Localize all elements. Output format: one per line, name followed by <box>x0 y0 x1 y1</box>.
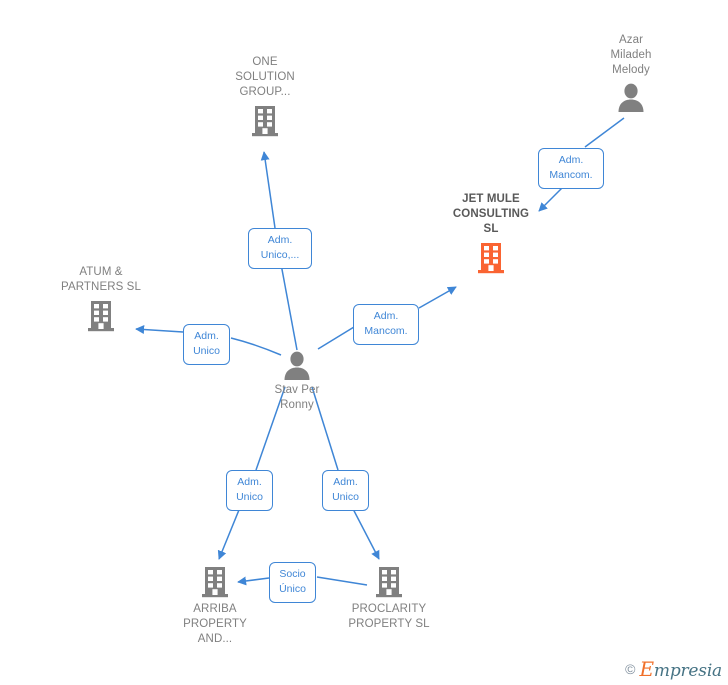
relation-label-stav-onesolution[interactable]: Adm. Unico,... <box>248 228 312 269</box>
node-one-solution-group[interactable]: ONE SOLUTION GROUP... <box>200 55 330 138</box>
node-label-jet-mule-consulting-sl: JET MULE CONSULTING SL <box>452 193 530 235</box>
building-icon <box>426 241 556 275</box>
copyright-icon: © <box>625 661 636 677</box>
edge-proclarity-to-socio-label <box>316 576 368 586</box>
relation-label-stav-atum[interactable]: Adm. Unico <box>183 324 230 365</box>
relation-label-stav-proclarity[interactable]: Adm. Unico <box>322 470 369 511</box>
node-label-azar-miladeh-melody: Azar Miladeh Melody <box>610 34 652 76</box>
edge-socio-to-arriba <box>237 576 270 586</box>
building-icon <box>324 565 454 599</box>
node-atum-partners-sl[interactable]: ATUM & PARTNERS SL <box>36 265 166 333</box>
node-label-proclarity-property-sl: PROCLARITY PROPERTY SL <box>348 603 430 630</box>
node-proclarity-property-sl[interactable]: PROCLARITY PROPERTY SL <box>324 565 454 632</box>
person-icon <box>232 350 362 380</box>
node-stav-per-ronny[interactable]: Stav Per Ronny <box>232 350 362 413</box>
edge-mancom-label-to-jetmule <box>418 286 457 309</box>
brand-initial: E <box>639 657 655 681</box>
brand-wordmark: Empresia <box>640 657 723 681</box>
edge-unico-multi-to-onesolution <box>260 151 276 229</box>
node-label-arriba-property-and: ARRIBA PROPERTY AND... <box>183 603 247 645</box>
node-jet-mule-consulting-sl[interactable]: JET MULE CONSULTING SL <box>426 192 556 275</box>
empresia-watermark: © Empresia <box>625 657 722 681</box>
relation-label-proclarity-arriba[interactable]: Socio Único <box>269 562 316 603</box>
building-icon <box>36 299 166 333</box>
edge-unico-to-atum <box>135 325 184 335</box>
brand-rest: mpresia <box>653 661 722 681</box>
edge-unico-to-arriba <box>217 504 242 560</box>
edge-stav-to-mancom-label <box>317 326 355 350</box>
relation-label-stav-arriba[interactable]: Adm. Unico <box>226 470 273 511</box>
edge-unico-to-proclarity <box>350 504 380 560</box>
building-icon <box>200 104 330 138</box>
node-azar-miladeh-melody[interactable]: Azar Miladeh Melody <box>566 33 696 112</box>
relation-label-azar-jetmule[interactable]: Adm. Mancom. <box>538 148 604 189</box>
edge-stav-to-unico-arriba-label <box>255 386 286 471</box>
person-icon <box>566 82 696 112</box>
node-arriba-property-and[interactable]: ARRIBA PROPERTY AND... <box>150 565 280 647</box>
node-label-stav-per-ronny: Stav Per Ronny <box>274 384 320 411</box>
edge-azar-to-label <box>584 117 625 148</box>
edge-stav-to-unico-multi-label <box>280 263 298 351</box>
node-label-atum-partners-sl: ATUM & PARTNERS SL <box>61 266 141 293</box>
edge-stav-to-unico-atum-label <box>230 337 282 356</box>
relation-label-stav-jetmule[interactable]: Adm. Mancom. <box>353 304 419 345</box>
node-label-one-solution-group: ONE SOLUTION GROUP... <box>235 56 295 98</box>
edge-stav-to-unico-proclarity-label <box>311 386 339 471</box>
building-icon <box>150 565 280 599</box>
